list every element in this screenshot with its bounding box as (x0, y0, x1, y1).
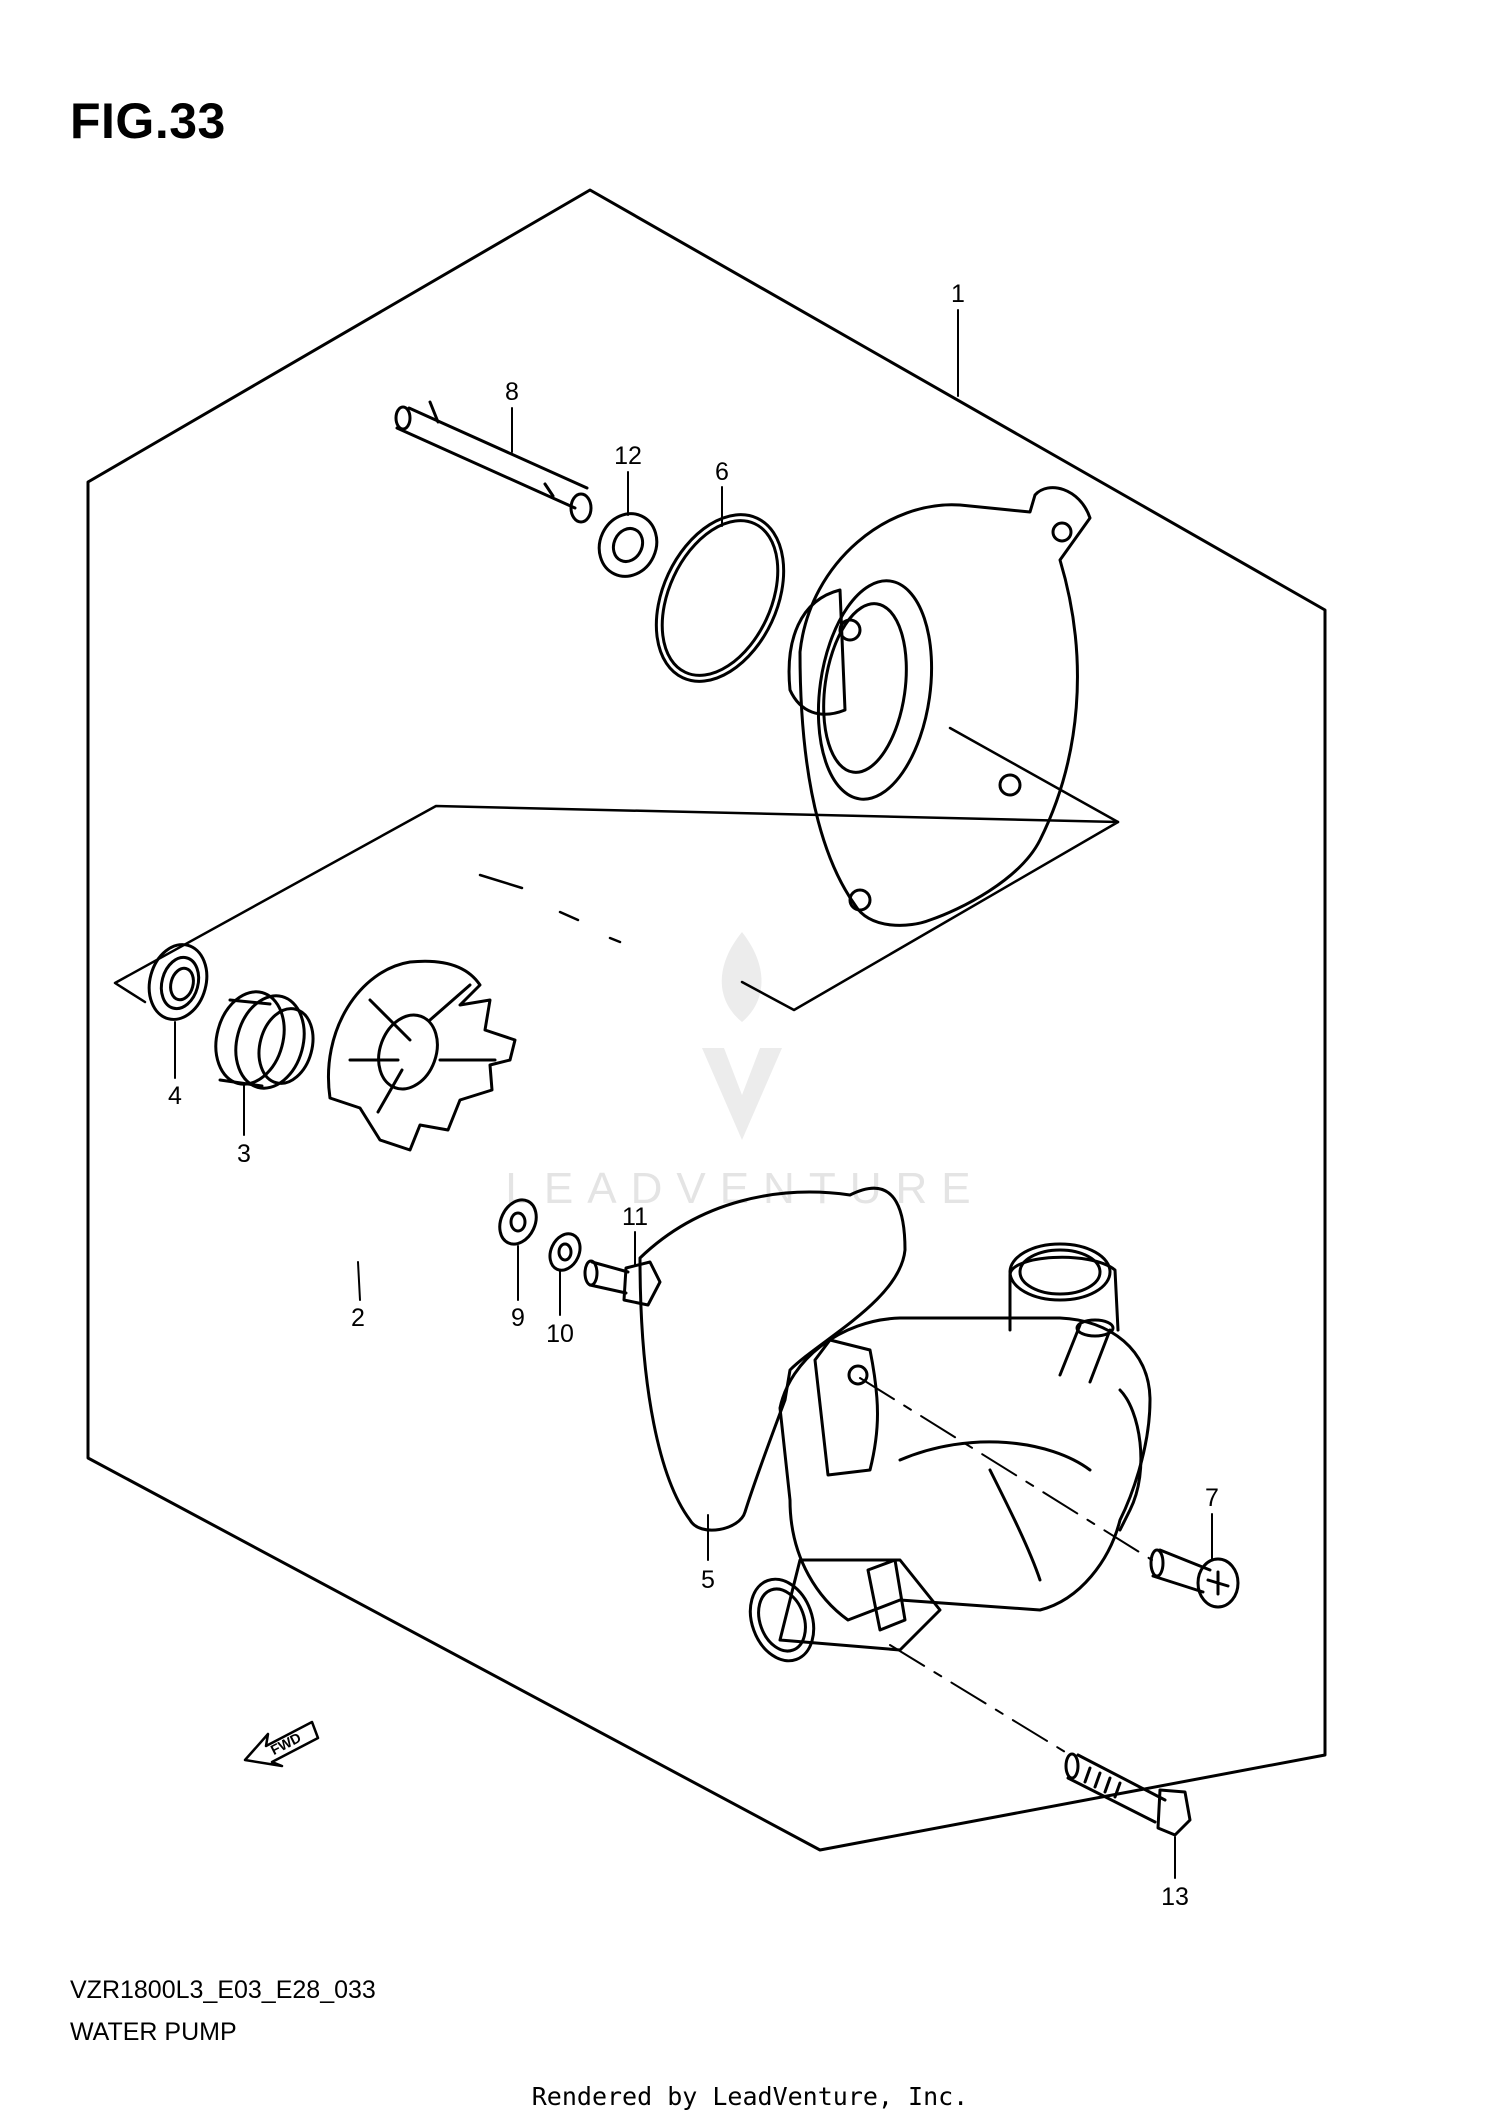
callout-labels: 1 2 3 4 5 6 7 8 9 10 11 12 13 (168, 280, 1219, 1911)
callout-10: 10 (546, 1320, 574, 1348)
washer-10 (548, 1232, 582, 1272)
watermark-flame-icon (721, 932, 762, 1022)
cover-shaft-line (948, 726, 1120, 824)
washer-9 (498, 1198, 538, 1246)
bolt-13 (1064, 1752, 1192, 1837)
bolt-7 (1149, 1548, 1240, 1609)
callout-9: 9 (511, 1304, 525, 1332)
callout-2: 2 (351, 1304, 365, 1332)
callout-6: 6 (715, 458, 729, 486)
watermark: LEADVENTURE (505, 932, 984, 1213)
pump-housing (748, 1242, 1152, 1663)
callout-12: 12 (614, 442, 642, 470)
callout-4: 4 (168, 1082, 182, 1110)
o-ring-6 (654, 513, 786, 683)
shaft (394, 400, 593, 524)
axis-bolt-7 (859, 1377, 1153, 1561)
axis-bolt-13 (889, 1644, 1071, 1756)
watermark-v-icon (702, 1048, 782, 1140)
pump-cover (787, 486, 1092, 927)
fwd-arrow-icon: FWD (243, 1720, 320, 1768)
o-ring-5 (638, 1186, 907, 1532)
callout-7: 7 (1205, 1484, 1219, 1512)
washer-12 (597, 512, 659, 578)
callout-11: 11 (622, 1203, 648, 1231)
diagram-code: VZR1800L3_E03_E28_033 (70, 1976, 376, 2004)
callout-5: 5 (701, 1566, 715, 1594)
assembly-outline (86, 188, 1327, 1852)
leader-lines (174, 309, 1213, 1879)
bolt-11 (583, 1259, 662, 1307)
callout-13: 13 (1161, 1883, 1189, 1911)
oil-seal-4 (147, 943, 209, 1021)
diagram-name: WATER PUMP (70, 2018, 237, 2046)
figure-title: FIG.33 (70, 93, 226, 149)
watermark-text: LEADVENTURE (505, 1164, 984, 1213)
render-credit: Rendered by LeadVenture, Inc. (531, 2082, 969, 2111)
impeller-2 (327, 959, 517, 1152)
callout-8: 8 (505, 378, 519, 406)
cover-plane-line (113, 804, 1120, 1012)
mechanical-seal-3 (214, 990, 315, 1090)
callout-3: 3 (237, 1140, 251, 1168)
callout-1: 1 (951, 280, 965, 308)
